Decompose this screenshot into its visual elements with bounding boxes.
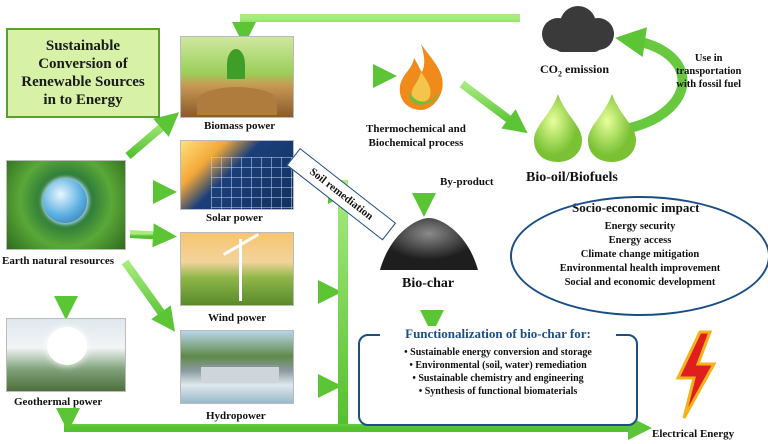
geothermal-label: Geothermal power — [14, 396, 103, 408]
co2-suffix: emission — [562, 62, 610, 76]
socio-item: Climate change mitigation — [580, 249, 700, 260]
functionalization-item: • Environmental (soil, water) remediatio… — [409, 360, 587, 371]
functionalization-item: • Synthesis of functional biomaterials — [418, 386, 578, 397]
functionalization-item-text: Synthesis of functional biomaterials — [424, 386, 578, 397]
functionalization-list: • Sustainable energy conversion and stor… — [360, 346, 636, 398]
wind-image — [180, 232, 294, 306]
biooil-label: Bio-oil/Biofuels — [526, 170, 618, 185]
pellets-pile — [197, 87, 277, 115]
socio-item: Energy security — [604, 221, 676, 232]
lightning-icon — [670, 330, 720, 420]
socio-item: Environmental health improvement — [559, 263, 721, 274]
biomass-image — [180, 36, 294, 118]
biochar-label: Bio-char — [402, 276, 455, 291]
cloud-icon — [534, 4, 620, 56]
earth-label: Earth natural resources — [2, 255, 115, 267]
biochar-pile-icon — [376, 214, 482, 272]
process-label: Thermochemical and Biochemical process — [366, 123, 466, 149]
steam-plume — [47, 327, 87, 365]
transport-label: Use in transportation with fossil fuel — [676, 53, 742, 90]
flame-icon — [392, 42, 450, 112]
socio-item: Energy access — [608, 235, 672, 246]
byproduct-label: By-product — [440, 176, 494, 188]
earth-image — [6, 160, 126, 250]
electrical-label: Electrical Energy — [652, 428, 735, 440]
dam-wall — [201, 365, 279, 383]
arrow-process-biooil — [459, 80, 528, 134]
title-box: Sustainable Conversion of Renewable Sour… — [6, 28, 160, 118]
functionalization-item-text: Sustainable energy conversion and storag… — [410, 347, 592, 358]
functionalization-item: • Sustainable chemistry and engineering — [412, 373, 584, 384]
arrow-earth-biomass — [125, 112, 180, 160]
functionalization-item-text: Environmental (soil, water) remediation — [415, 360, 587, 371]
arrow-earth-wind — [129, 223, 177, 248]
globe-icon — [43, 179, 87, 223]
functionalization-title: Functionalization of bio-char for: — [380, 326, 616, 342]
diagram-title: Sustainable Conversion of Renewable Sour… — [21, 38, 145, 108]
solar-image — [180, 140, 294, 210]
biooil-drops-icon — [530, 92, 640, 162]
wind-label: Wind power — [208, 312, 267, 324]
hydro-image — [180, 330, 294, 404]
sprout-icon — [227, 49, 245, 79]
co2-label: CO2 emission — [540, 62, 609, 78]
arrow-co2-to-biomass — [232, 14, 520, 46]
co2-subscript: 2 — [558, 69, 562, 79]
socio-list: Energy security Energy access Climate ch… — [512, 220, 768, 290]
functionalization-box: Functionalization of bio-char for: • Sus… — [358, 326, 638, 426]
socio-ellipse: Energy security Energy access Climate ch… — [510, 196, 768, 316]
functionalization-item-text: Sustainable chemistry and engineering — [418, 373, 584, 384]
arrow-earth-hydro — [121, 259, 175, 332]
hydro-label: Hydropower — [206, 410, 266, 422]
co2-prefix: CO — [540, 62, 558, 76]
arrow-biooil-co2 — [615, 27, 688, 133]
socio-item: Social and economic development — [564, 277, 716, 288]
functionalization-item: • Sustainable energy conversion and stor… — [404, 347, 592, 358]
solar-panel-grid — [211, 157, 293, 209]
wind-turbine-icon — [239, 239, 242, 301]
solar-label: Solar power — [206, 212, 263, 224]
geothermal-image — [6, 318, 126, 392]
biomass-label: Biomass power — [204, 120, 276, 132]
collector-bar — [338, 180, 348, 424]
